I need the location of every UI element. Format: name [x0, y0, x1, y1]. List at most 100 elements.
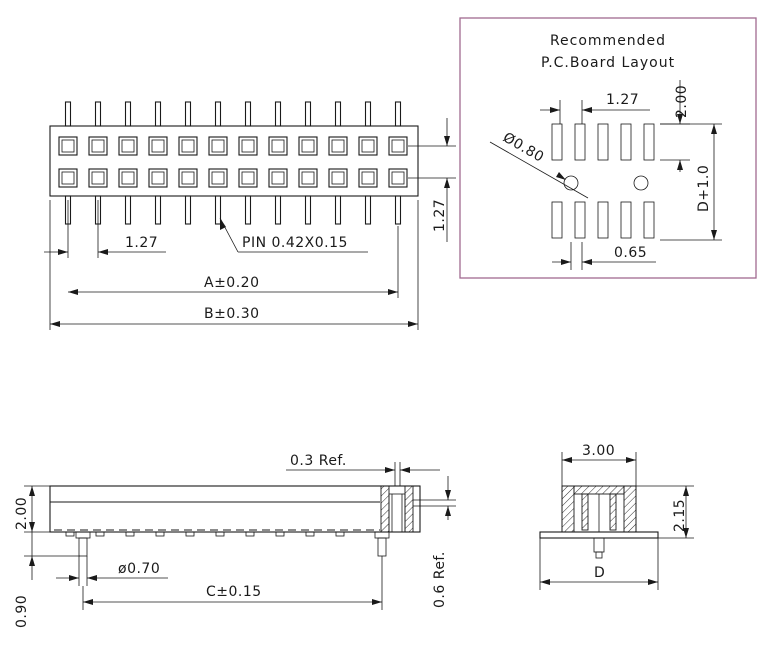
contact-inner: [361, 171, 375, 185]
pin-tail-bottom: [364, 195, 372, 225]
contact-inner: [241, 171, 255, 185]
contact-inner: [211, 139, 225, 153]
pin-tail-bottom: [304, 195, 312, 225]
contact-outer: [358, 136, 378, 156]
contact-inner: [181, 139, 195, 153]
pin-tail-top: [394, 101, 402, 127]
end-view: 3.00 2.15 D: [539, 443, 694, 590]
contact-inner: [331, 171, 345, 185]
pin-tail-top: [364, 101, 372, 127]
dim-b-label: B±0.30: [204, 306, 260, 322]
contact-outer: [298, 168, 318, 188]
contact-outer: [118, 168, 138, 188]
pin-tail-top: [304, 101, 312, 127]
layout-title-line2: P.C.Board Layout: [541, 55, 675, 71]
top-view-pins: [64, 101, 402, 225]
contact-inner: [391, 171, 405, 185]
contact-inner: [121, 139, 135, 153]
pad-bottom: [574, 201, 586, 239]
contact-outer: [268, 136, 288, 156]
pcb-pads: [551, 123, 655, 239]
contact-inner: [301, 139, 315, 153]
pin-tail-top: [274, 101, 282, 127]
tail-length-label: 0.90: [14, 595, 30, 628]
pin-tail-top: [64, 101, 72, 127]
contact-inner: [91, 171, 105, 185]
pin-tail-top: [184, 101, 192, 127]
pad-bottom: [551, 201, 563, 239]
row-spacing-label: D+1.0: [696, 165, 712, 212]
pad-bottom: [643, 201, 655, 239]
pin-tail-bottom: [184, 195, 192, 225]
contact-inner: [61, 139, 75, 153]
side-height-label: 2.00: [14, 497, 30, 530]
pin-tail-top: [154, 101, 162, 127]
pin-tail-top: [124, 101, 132, 127]
pin-tail-bottom: [154, 195, 162, 225]
side-foot: [215, 531, 225, 537]
pin-tail-bottom: [394, 195, 402, 225]
hole-dia-label: Ø0.80: [500, 130, 547, 166]
side-foot: [65, 531, 75, 537]
side-foot: [335, 531, 345, 537]
pin-tail-bottom: [274, 195, 282, 225]
dim-d-label: D: [594, 565, 605, 581]
contact-inner: [211, 171, 225, 185]
dim-a-label: A±0.20: [204, 275, 259, 291]
side-foot: [245, 531, 255, 537]
side-foot: [305, 531, 315, 537]
dim-c-label: C±0.15: [206, 584, 262, 600]
contact-inner: [151, 171, 165, 185]
pin-tail-top: [244, 101, 252, 127]
contact-inner: [331, 139, 345, 153]
pad-width-label: 0.65: [614, 245, 647, 261]
contact-inner: [91, 139, 105, 153]
locating-hole-left: [563, 175, 579, 191]
contact-outer: [208, 168, 228, 188]
contact-outer: [88, 136, 108, 156]
housing-outline: [49, 125, 419, 197]
side-housing: [49, 485, 421, 533]
contact-outer: [328, 168, 348, 188]
contact-inner: [61, 171, 75, 185]
pcb-layout-panel: Recommended P.C.Board Layout 1.27 2.00 D…: [459, 17, 757, 279]
pin-tail-bottom: [244, 195, 252, 225]
pad-top: [597, 123, 609, 161]
contact-outer: [388, 168, 408, 188]
pad-top: [574, 123, 586, 161]
layout-pitch-label: 1.27: [606, 92, 639, 108]
ref-side-label: 0.6 Ref.: [432, 551, 448, 608]
pin-tail-top: [94, 101, 102, 127]
pad-top: [620, 123, 632, 161]
pitch-label: 1.27: [125, 235, 158, 251]
contact-inner: [151, 139, 165, 153]
pin-tail-bottom: [124, 195, 132, 225]
contact-inner: [361, 139, 375, 153]
contact-outer: [298, 136, 318, 156]
contact-outer: [238, 136, 258, 156]
pad-top: [643, 123, 655, 161]
contact-outer: [268, 168, 288, 188]
pad-length-label: 2.00: [674, 85, 690, 118]
side-foot: [275, 531, 285, 537]
contact-inner: [301, 171, 315, 185]
contact-outer: [88, 168, 108, 188]
end-height-label: 2.15: [672, 499, 688, 532]
pin-tail-bottom: [334, 195, 342, 225]
pin-tail-bottom: [214, 195, 222, 225]
side-foot: [185, 531, 195, 537]
layout-title-line1: Recommended: [550, 33, 666, 49]
contact-outer: [58, 168, 78, 188]
side-view: 0.3 Ref. 2.00 0.90 ø0.70 C±0.15: [14, 453, 456, 628]
pin-size-note: PIN 0.42X0.15: [242, 235, 348, 251]
contact-outer: [358, 168, 378, 188]
contact-cells: [58, 136, 408, 188]
contact-outer: [328, 136, 348, 156]
end-width-label: 3.00: [582, 443, 615, 459]
contact-outer: [238, 168, 258, 188]
contact-outer: [208, 136, 228, 156]
side-feet: [65, 531, 345, 537]
post-dia-label: ø0.70: [118, 561, 160, 577]
contact-outer: [178, 136, 198, 156]
